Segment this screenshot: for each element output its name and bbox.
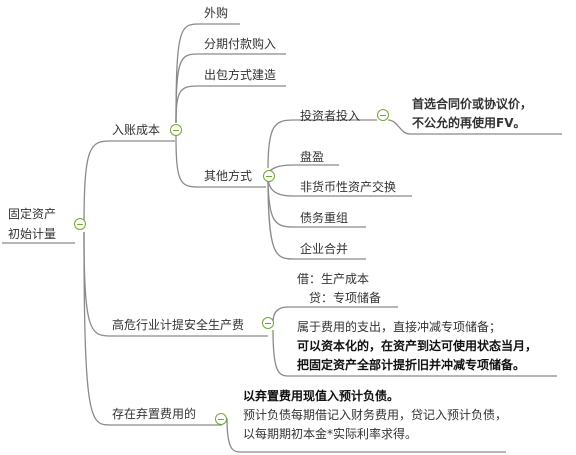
link-investor-note	[387, 119, 562, 135]
collapse-toggle-safety-fee[interactable]	[262, 317, 274, 329]
node-disposal[interactable]: 存在弃置费用的	[112, 407, 197, 421]
link-root-disposal	[83, 231, 222, 426]
safety-entry-line2: 贷：专项储备	[309, 291, 382, 305]
node-merger[interactable]: 企业合并	[300, 242, 349, 256]
link-safety-notes	[272, 329, 557, 377]
node-entry-cost[interactable]: 入账成本	[112, 123, 161, 137]
link-disposal-notes	[226, 417, 506, 453]
collapse-toggle-disposal[interactable]	[215, 413, 227, 425]
node-purchase[interactable]: 外购	[204, 6, 229, 20]
collapse-toggle-entry-cost[interactable]	[170, 124, 182, 136]
link-installment	[175, 53, 286, 124]
safety-notes-line3: 把固定资产全部计提折旧并冲减专项储备。	[297, 358, 526, 372]
node-nonmonetary[interactable]: 非货币性资产交换	[300, 180, 397, 194]
safety-notes-line1: 属于费用的支出，直接冲减专项储备；	[297, 320, 502, 334]
disposal-notes-line3: 以每期期初本金*实际利率求得。	[243, 427, 418, 441]
node-installment[interactable]: 分期付款购入	[204, 37, 277, 51]
investor-note-line2: 不公允的再使用FV。	[412, 116, 526, 130]
node-investor[interactable]: 投资者投入	[300, 109, 361, 123]
disposal-notes-line1: 以弃置费用现值入预计负债。	[243, 389, 400, 403]
root-label-line1: 固定资产	[8, 207, 57, 221]
link-outsourcing	[175, 85, 286, 124]
node-safety-fee[interactable]: 高危行业计提安全生产费	[112, 318, 245, 332]
node-surplus[interactable]: 盘盈	[300, 150, 325, 164]
node-outsourcing[interactable]: 出包方式建造	[204, 68, 277, 82]
root-node[interactable]: 固定资产 初始计量	[8, 204, 56, 244]
safety-notes-line2: 可以资本化的，在资产到达可使用状态当月，	[297, 339, 538, 353]
safety-entry-line1: 借：生产成本	[297, 272, 370, 286]
link-investor	[267, 119, 377, 169]
disposal-notes-line2: 预计负债每期借记入财务费用，贷记入预计负债，	[243, 408, 508, 422]
node-safety-entry[interactable]: 借：生产成本 贷：专项储备	[297, 270, 381, 308]
node-safety-notes[interactable]: 属于费用的支出，直接冲减专项储备； 可以资本化的，在资产到达可使用状态当月， 把…	[297, 318, 537, 375]
link-surplus	[267, 164, 339, 177]
root-label-line2: 初始计量	[8, 227, 57, 241]
link-merger	[267, 175, 366, 260]
collapse-toggle-root[interactable]	[74, 218, 86, 230]
node-debt[interactable]: 债务重组	[300, 211, 349, 225]
node-other[interactable]: 其他方式	[204, 169, 253, 183]
node-investor-note[interactable]: 首选合同价或协议价， 不公允的再使用FV。	[412, 95, 532, 133]
investor-note-line1: 首选合同价或协议价，	[412, 97, 533, 111]
node-disposal-notes[interactable]: 以弃置费用现值入预计负债。 预计负债每期借记入财务费用，贷记入预计负债， 以每期…	[243, 387, 507, 444]
collapse-toggle-other[interactable]	[263, 170, 275, 182]
collapse-toggle-investor[interactable]	[377, 109, 389, 121]
link-other	[175, 135, 266, 188]
link-root-entry-cost	[83, 140, 175, 227]
